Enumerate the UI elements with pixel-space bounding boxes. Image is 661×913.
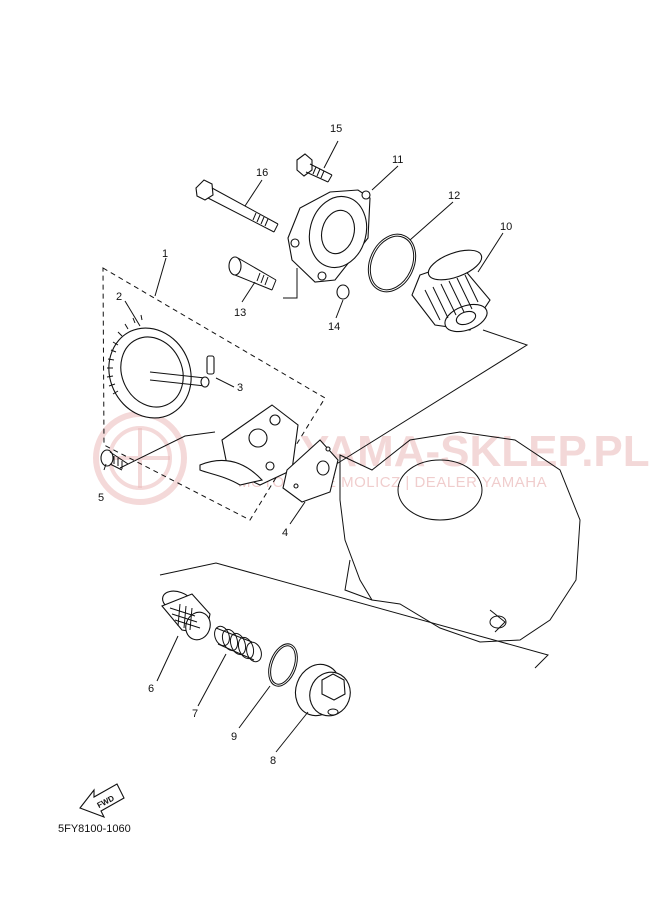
reference-lines (119, 268, 549, 669)
callout-15: 15 (330, 123, 342, 135)
callout-12: 12 (448, 190, 460, 202)
crankcase-outline (339, 431, 581, 643)
callout-3: 3 (237, 382, 243, 394)
pump-screw (100, 449, 129, 471)
bolt-long (195, 179, 279, 233)
diagram-code: 5FY8100-1060 (58, 823, 131, 835)
callout-5: 5 (98, 492, 104, 504)
callout-4: 4 (282, 527, 288, 539)
callout-1: 1 (162, 248, 168, 260)
oil-strainer (161, 590, 211, 641)
dowel-pin (206, 355, 215, 375)
filter-cover-o-ring (367, 233, 417, 293)
bolt-medium (228, 256, 277, 291)
oil-filter-cartridge (411, 249, 491, 333)
callout-7: 7 (192, 708, 198, 720)
plug-o-ring (268, 643, 298, 687)
callout-8: 8 (270, 755, 276, 767)
bolt-short (296, 153, 333, 183)
callout-numbers: 1 2 3 4 5 6 7 8 9 10 11 12 13 14 15 16 (98, 123, 512, 767)
watermark-brand: YAMA-SKLEP.PL (300, 427, 650, 476)
small-o-ring (336, 284, 350, 300)
forward-direction-arrow: FWD (79, 783, 125, 819)
callout-14: 14 (328, 321, 340, 333)
callout-6: 6 (148, 683, 154, 695)
oil-pump-assembly-group-outline (102, 267, 326, 521)
watermark: YAMA-SKLEP.PL MOTOCYKLE MOLICZ | DEALER … (93, 411, 650, 505)
callout-13: 13 (234, 307, 246, 319)
callout-11: 11 (392, 154, 403, 166)
drain-plug (294, 663, 351, 717)
callout-2: 2 (116, 291, 122, 303)
driven-gear (106, 314, 210, 419)
callout-16: 16 (256, 167, 268, 179)
callout-leaders (103, 140, 504, 753)
callout-10: 10 (500, 221, 512, 233)
compression-spring (214, 625, 262, 663)
callout-9: 9 (231, 731, 237, 743)
gasket-plate (282, 439, 339, 503)
oil-filter-cover (287, 189, 371, 283)
oil-pump-body (199, 404, 299, 486)
